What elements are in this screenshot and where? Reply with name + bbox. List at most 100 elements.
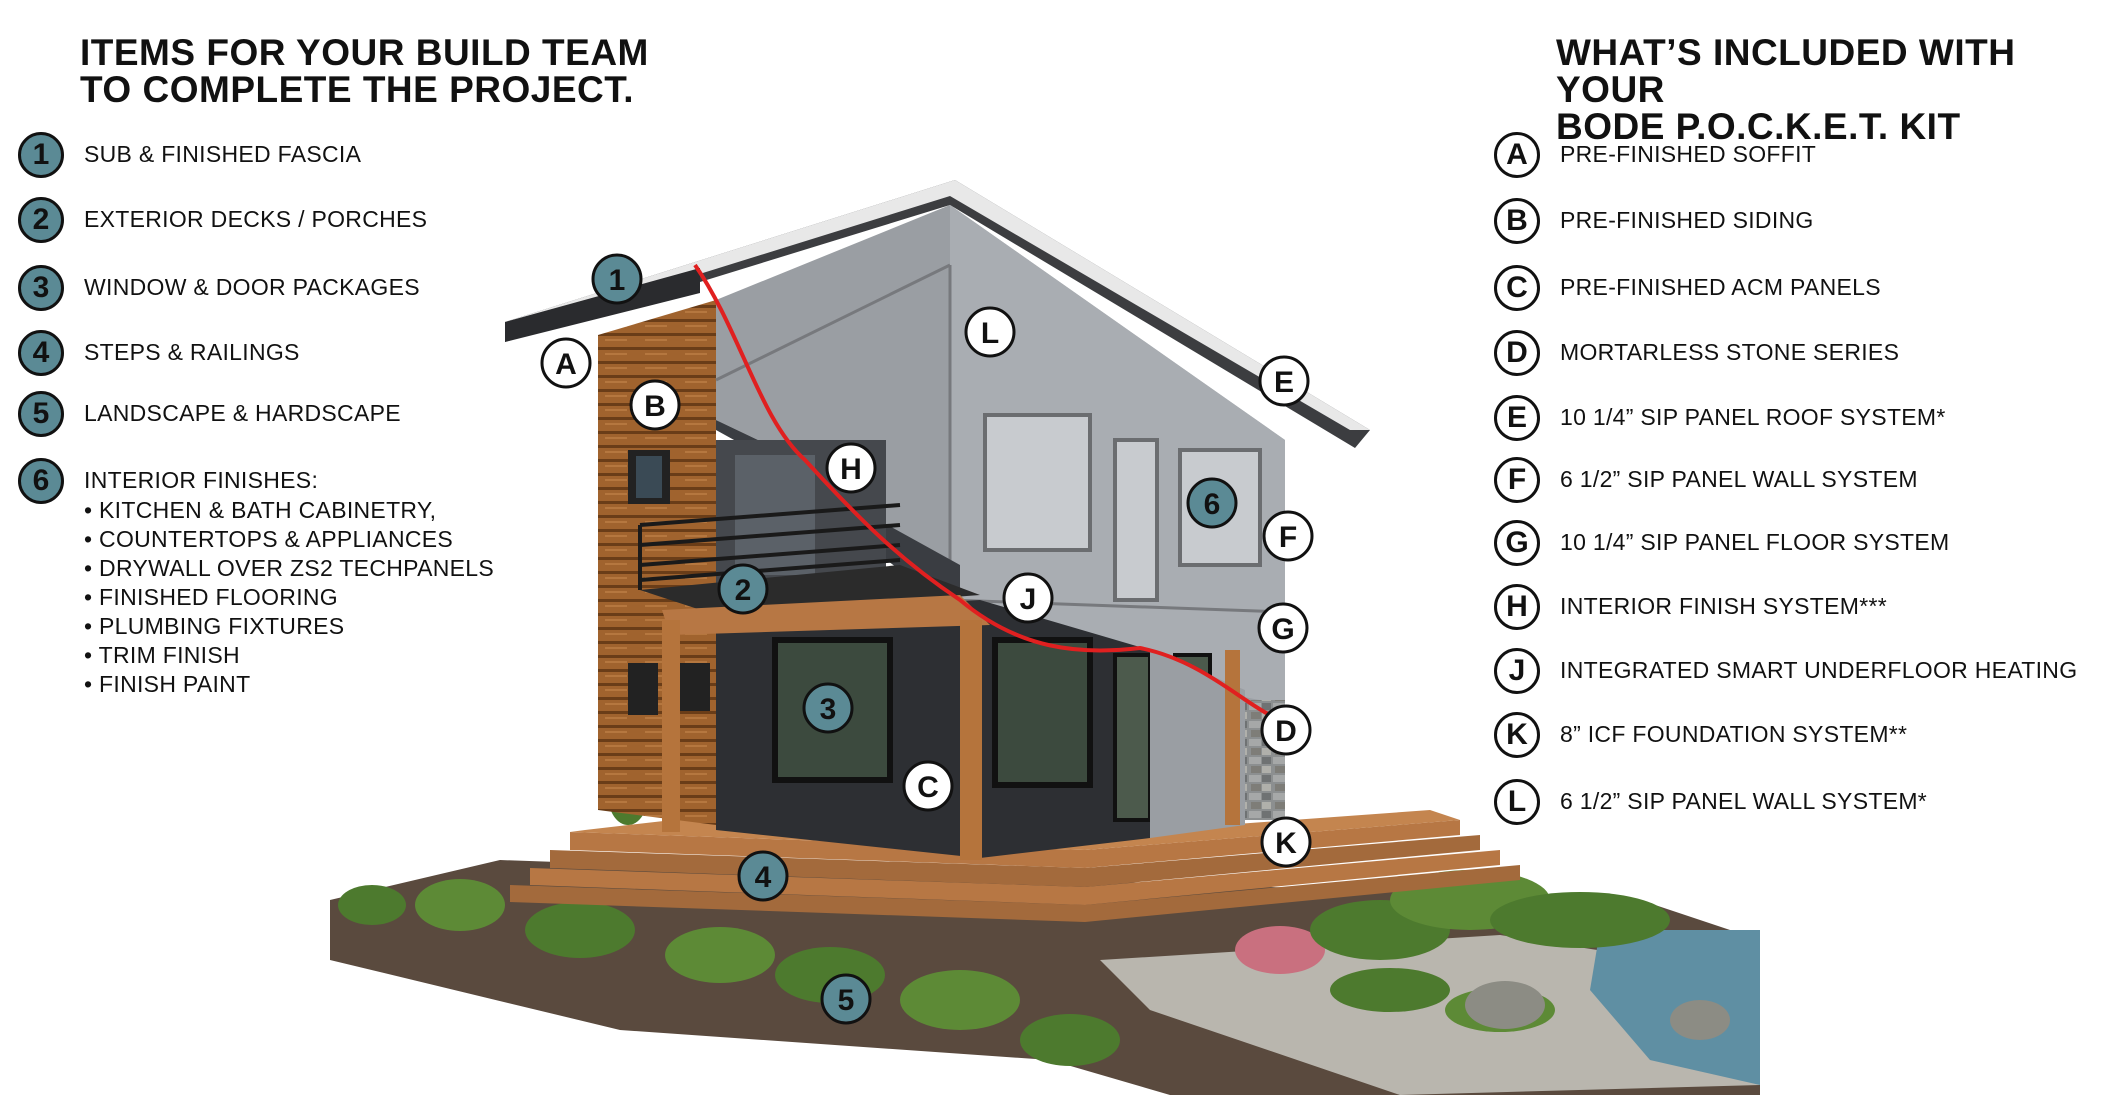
marker-3: 3: [802, 682, 854, 734]
marker-k: K: [1260, 816, 1312, 868]
marker-label: 3: [820, 693, 837, 726]
marker-label: F: [1279, 521, 1297, 554]
marker-label: 2: [735, 574, 752, 607]
marker-circle: [820, 973, 872, 1025]
marker-l: L: [964, 306, 1016, 358]
right-heading: WHAT’S INCLUDED WITH YOUR BODE P.O.C.K.E…: [1556, 34, 2124, 145]
item-label: PRE-FINISHED SOFFIT: [1560, 141, 1817, 167]
sub-item: • COUNTERTOPS & APPLIANCES: [84, 526, 454, 552]
marker-c: C: [902, 760, 954, 812]
number-badge: 3: [18, 265, 64, 311]
marker-a: A: [540, 337, 592, 389]
item-label: EXTERIOR DECKS / PORCHES: [84, 206, 428, 232]
marker-label: G: [1271, 613, 1294, 646]
item-label: PRE-FINISHED ACM PANELS: [1560, 274, 1881, 300]
marker-g: G: [1257, 602, 1309, 654]
sub-item: • PLUMBING FIXTURES: [84, 613, 345, 639]
marker-circle: [737, 850, 789, 902]
marker-4: 4: [737, 850, 789, 902]
marker-label: L: [981, 317, 999, 350]
item-label: 10 1/4” SIP PANEL FLOOR SYSTEM: [1560, 529, 1950, 555]
marker-h: H: [825, 442, 877, 494]
sub-item: • FINISH PAINT: [84, 671, 251, 697]
marker-e: E: [1258, 355, 1310, 407]
marker-circle: [1262, 510, 1314, 562]
letter-badge: B: [1494, 198, 1540, 244]
marker-label: J: [1020, 583, 1037, 616]
diagram-markers: 1 2 3 4 5 6 A B C D E F G H J K L: [540, 253, 1314, 1025]
left-heading-line1: ITEMS FOR YOUR BUILD TEAM: [80, 32, 649, 73]
acm-panel-walls: [716, 600, 1245, 858]
interior-finishes-sublist: • KITCHEN & BATH CABINETRY, • COUNTERTOP…: [84, 496, 494, 699]
letter-badge: F: [1494, 457, 1540, 503]
number-badge: 6: [18, 458, 64, 504]
sub-item: • DRYWALL OVER ZS2 TECHPANELS: [84, 555, 494, 581]
marker-circle: [1258, 355, 1310, 407]
item-label: SUB & FINISHED FASCIA: [84, 141, 362, 167]
marker-j: J: [1002, 572, 1054, 624]
item-label: MORTARLESS STONE SERIES: [1560, 339, 1900, 365]
left-heading-line2: TO COMPLETE THE PROJECT.: [80, 69, 635, 110]
item-label: 8” ICF FOUNDATION SYSTEM**: [1560, 721, 1908, 747]
letter-badge: J: [1494, 648, 1540, 694]
marker-d: D: [1260, 704, 1312, 756]
letter-badge: K: [1494, 712, 1540, 758]
marker-label: 5: [838, 984, 855, 1017]
letter-badge: L: [1494, 779, 1540, 825]
marker-label: D: [1275, 715, 1297, 748]
marker-label: K: [1275, 827, 1297, 860]
sub-item: • TRIM FINISH: [84, 642, 240, 668]
marker-5: 5: [820, 973, 872, 1025]
marker-circle: [1257, 602, 1309, 654]
item-label: 10 1/4” SIP PANEL ROOF SYSTEM*: [1560, 404, 1946, 430]
left-heading: ITEMS FOR YOUR BUILD TEAM TO COMPLETE TH…: [80, 34, 649, 108]
number-badge: 5: [18, 391, 64, 437]
marker-circle: [717, 563, 769, 615]
marker-label: 4: [755, 861, 772, 894]
marker-label: 1: [609, 264, 626, 297]
marker-2: 2: [717, 563, 769, 615]
item-label: PRE-FINISHED SIDING: [1560, 207, 1814, 233]
marker-circle: [825, 442, 877, 494]
porch-timber-frame: [662, 595, 1240, 860]
right-heading-line2: BODE P.O.C.K.E.T. KIT: [1556, 106, 1961, 147]
number-badge: 2: [18, 197, 64, 243]
balcony-railing: [638, 503, 901, 590]
marker-label: E: [1274, 366, 1294, 399]
marker-label: C: [917, 771, 939, 804]
marker-circle: [629, 379, 681, 431]
letter-badge: C: [1494, 265, 1540, 311]
item-label: LANDSCAPE & HARDSCAPE: [84, 400, 401, 426]
marker-circle: [1002, 572, 1054, 624]
right-heading-line1: WHAT’S INCLUDED WITH YOUR: [1556, 32, 2016, 110]
item-label: 6 1/2” SIP PANEL WALL SYSTEM*: [1560, 788, 1928, 814]
item-label: WINDOW & DOOR PACKAGES: [84, 274, 420, 300]
marker-b: B: [629, 379, 681, 431]
marker-circle: [591, 253, 643, 305]
marker-label: A: [555, 348, 577, 381]
letter-badge: A: [1494, 132, 1540, 178]
item-label: INTEGRATED SMART UNDERFLOOR HEATING: [1560, 657, 2078, 683]
marker-circle: [540, 337, 592, 389]
letter-badge: E: [1494, 395, 1540, 441]
item-label: STEPS & RAILINGS: [84, 339, 300, 365]
sub-item: • FINISHED FLOORING: [84, 584, 338, 610]
marker-1: 1: [591, 253, 643, 305]
marker-label: B: [644, 390, 666, 423]
marker-f: F: [1262, 510, 1314, 562]
marker-label: H: [840, 453, 862, 486]
letter-badge: G: [1494, 520, 1540, 566]
marker-circle: [802, 682, 854, 734]
letter-badge: H: [1494, 584, 1540, 630]
marker-label: 6: [1204, 488, 1221, 521]
item-label: INTERIOR FINISH SYSTEM***: [1560, 593, 1887, 619]
number-badge: 4: [18, 330, 64, 376]
sub-item: • KITCHEN & BATH CABINETRY,: [84, 497, 437, 523]
marker-circle: [1260, 816, 1312, 868]
item-label: INTERIOR FINISHES:: [84, 467, 319, 493]
red-divider-line: [693, 263, 1271, 717]
marker-circle: [964, 306, 1016, 358]
marker-circle: [1260, 704, 1312, 756]
number-badge: 1: [18, 132, 64, 178]
